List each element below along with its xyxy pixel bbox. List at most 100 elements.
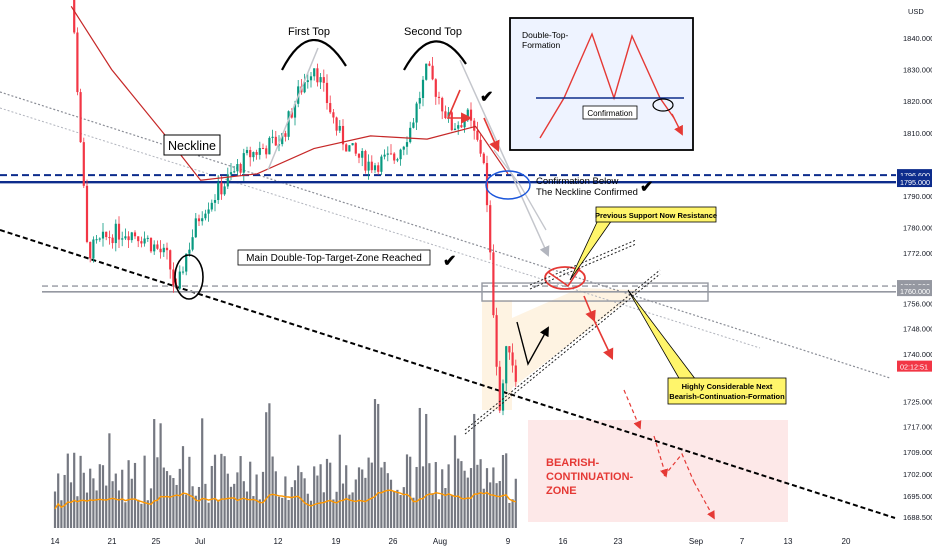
candle-body (284, 133, 287, 137)
candle-body (345, 144, 348, 152)
volume-bar (175, 484, 178, 528)
volume-bar (220, 453, 223, 528)
candle-body (431, 65, 434, 80)
candle-body (405, 142, 409, 147)
measured-move-up (267, 47, 319, 171)
inset-arrow (671, 113, 683, 136)
candle-body (476, 130, 479, 140)
candle-body (287, 111, 290, 137)
volume-bar (69, 482, 73, 528)
price-tick-label: 1702.000 (903, 470, 932, 479)
volume-bar (197, 486, 201, 528)
volume-bars (53, 399, 517, 528)
candle-body (351, 143, 354, 146)
target-zone-box (481, 282, 709, 302)
candle-body (82, 142, 85, 186)
volume-bar (357, 467, 361, 528)
candle-body (514, 365, 517, 382)
volume-bar (338, 434, 341, 528)
volume-bar (393, 491, 396, 528)
inset-confirm-circle (652, 98, 674, 112)
volume-bar (319, 464, 322, 528)
candle-body (364, 150, 367, 171)
volume-bar (162, 467, 165, 528)
volume-bar (277, 496, 281, 528)
volume-bar (172, 478, 175, 528)
volume-bar (265, 412, 268, 528)
volume-bar (511, 499, 514, 528)
candle-body (169, 250, 172, 270)
volume-bar (66, 453, 69, 528)
candle-body (357, 153, 361, 158)
currency-label: USD (908, 7, 924, 16)
candle-body (415, 103, 418, 123)
candle-body (383, 154, 386, 157)
candle-body (437, 96, 441, 98)
volume-bar (412, 497, 415, 528)
candle-body (495, 315, 498, 367)
volume-bar (130, 478, 133, 528)
volume-bar (453, 435, 457, 528)
price-tick-label: 1709.000 (903, 448, 932, 457)
date-tick-label: 7 (740, 537, 745, 546)
volume-bar (258, 499, 261, 528)
candle-body (226, 174, 229, 187)
candle-body (239, 164, 242, 173)
volume-bar (245, 491, 249, 528)
volume-bar (95, 490, 98, 528)
candle-body (229, 172, 233, 175)
volume-bar (348, 494, 351, 528)
price-tick-label: 1695.000 (903, 492, 932, 501)
volume-bar (108, 433, 111, 528)
check-icon-second-top: ✔ (480, 89, 493, 106)
target-circle (544, 266, 586, 290)
sr-callout-box (595, 206, 717, 223)
pennant-zone (512, 288, 640, 388)
volume-bar (114, 473, 117, 528)
volume-bar (261, 471, 265, 528)
price-tick-label: 1748.000 (903, 325, 932, 334)
measured-move-down-3 (519, 184, 547, 231)
candle-body (197, 218, 201, 222)
volume-bar (207, 502, 210, 528)
candle-body (149, 237, 153, 252)
volume-bar (341, 483, 345, 528)
confirmation-text-1: Confirmation Below (536, 176, 619, 187)
price-tag (897, 169, 932, 181)
volume-bar (482, 488, 485, 528)
candle-body (73, 0, 76, 33)
volume-bar (335, 491, 338, 528)
candle-body (217, 182, 220, 201)
candle-body (511, 352, 514, 366)
volume-bar (293, 480, 297, 528)
volume-bar (127, 460, 130, 528)
measured-move-down-2 (493, 149, 521, 186)
candle-body (121, 238, 124, 240)
date-axis-bg (0, 531, 932, 550)
price-axis[interactable]: USD (896, 0, 932, 550)
candle-body (213, 200, 217, 203)
candle-body (354, 143, 357, 154)
candle-body (92, 239, 95, 259)
volume-bar (204, 483, 207, 528)
volume-bar (473, 413, 476, 528)
volume-bar (194, 495, 197, 528)
volume-bar (354, 479, 357, 528)
continuation-callout-pointer (627, 289, 697, 381)
volume-bar (213, 454, 217, 528)
candle-body (428, 63, 431, 66)
volume-bar (351, 492, 354, 528)
volume-bar (239, 456, 242, 528)
volume-bar (271, 456, 274, 528)
candle-body (124, 236, 127, 239)
candle-body (181, 271, 185, 273)
volume-bar (373, 399, 377, 528)
price-tag (897, 360, 932, 372)
confirmation-text-2: The Neckline Confirmed (536, 187, 638, 198)
volume-bar (191, 486, 194, 528)
candle-body (485, 163, 489, 206)
candle-body (156, 244, 159, 249)
price-tick-label: 1756.000 (903, 299, 932, 308)
